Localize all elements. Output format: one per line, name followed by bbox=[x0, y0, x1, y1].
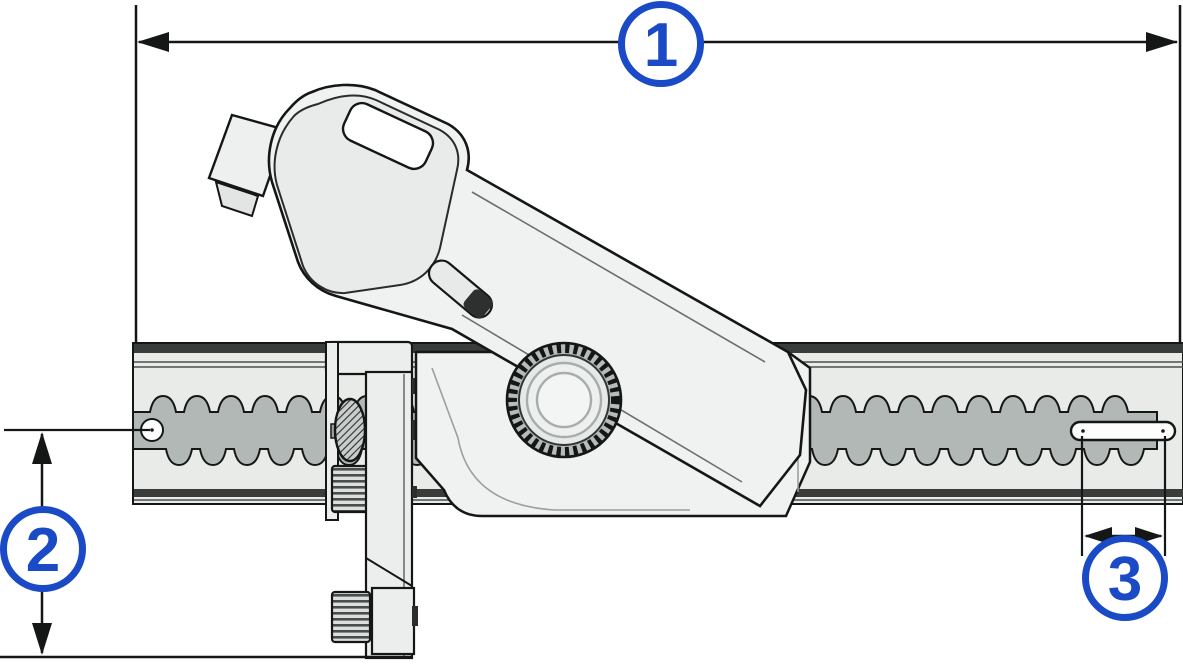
callout-2-label: 2 bbox=[26, 516, 60, 585]
thumb-screw-upper bbox=[330, 464, 372, 514]
lever-latch-slot-cap bbox=[463, 289, 493, 319]
callout-2-circle bbox=[0, 506, 86, 592]
handle-side-tab bbox=[207, 113, 288, 218]
callout-3: 3 bbox=[1082, 535, 1168, 621]
lever-latch-slot bbox=[427, 259, 494, 319]
dim2-arrowhead-top bbox=[32, 432, 52, 464]
adjustment-knob bbox=[505, 341, 623, 459]
callout-1-circle bbox=[618, 1, 704, 87]
lever-top-ridge-line bbox=[471, 191, 766, 363]
slot-right-dot bbox=[1161, 429, 1165, 433]
bracket-nub-4 bbox=[412, 606, 418, 626]
clamp-bracket bbox=[324, 340, 418, 660]
rail-hole-center-dot bbox=[150, 428, 154, 432]
slot-left-dot bbox=[1081, 429, 1085, 433]
knurled-roller bbox=[333, 397, 367, 463]
callout-1: 1 bbox=[618, 1, 704, 87]
callout-3-circle bbox=[1082, 535, 1168, 621]
handle-grip-cutout bbox=[341, 101, 435, 171]
bracket-nub-2 bbox=[412, 420, 417, 440]
bracket-plate-chamfer bbox=[365, 557, 413, 587]
dim1-arrowhead-left bbox=[137, 32, 169, 52]
rail-slot bbox=[1069, 420, 1177, 442]
rail-hole bbox=[140, 418, 164, 442]
clamp-body-inner-contour bbox=[431, 367, 690, 511]
dim2-arrowhead-bottom bbox=[32, 623, 52, 655]
dim1-arrowhead-right bbox=[1146, 32, 1178, 52]
callout-1-label: 1 bbox=[644, 11, 678, 80]
bracket-nub-1 bbox=[412, 378, 417, 394]
lever-handle bbox=[267, 83, 808, 508]
handle-side-tab-step bbox=[214, 180, 260, 218]
bracket-bottom-plate bbox=[370, 586, 416, 656]
callout-3-label: 3 bbox=[1108, 545, 1142, 614]
knob-knurl-teeth bbox=[508, 344, 620, 456]
thumb-screw-lower bbox=[330, 590, 372, 644]
knob-center bbox=[535, 371, 593, 429]
callout-2: 2 bbox=[0, 506, 86, 592]
bracket-nub-3 bbox=[412, 486, 417, 498]
